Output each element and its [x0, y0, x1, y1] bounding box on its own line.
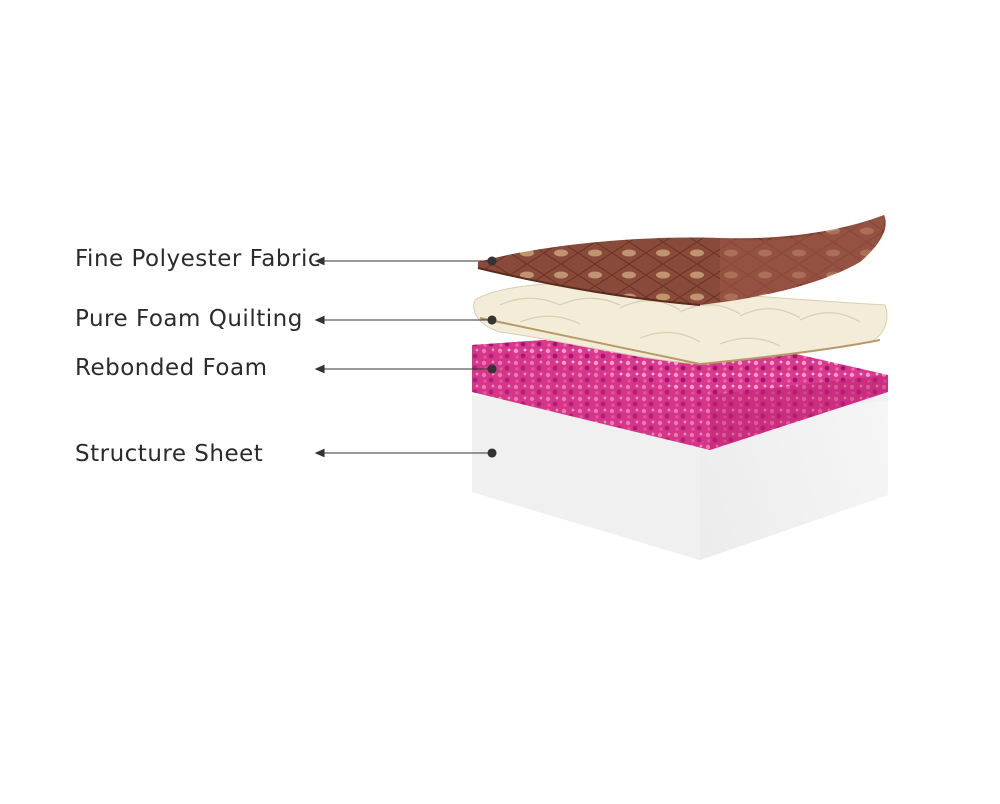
leader-structure — [314, 448, 497, 458]
fine-polyester-fabric-layer — [477, 215, 886, 306]
leader-rebonded — [314, 364, 497, 374]
leader-quilting — [314, 315, 497, 325]
pure-foam-quilting-layer — [473, 282, 888, 366]
label-structure-sheet: Structure Sheet — [75, 441, 264, 467]
label-pure-foam-quilting: Pure Foam Quilting — [75, 306, 303, 332]
leader-lines — [314, 256, 497, 458]
label-rebonded-foam: Rebonded Foam — [75, 355, 268, 381]
label-fine-polyester-fabric: Fine Polyester Fabric — [75, 246, 321, 272]
leader-fabric — [314, 256, 497, 266]
structure-sheet-layer — [472, 390, 888, 560]
